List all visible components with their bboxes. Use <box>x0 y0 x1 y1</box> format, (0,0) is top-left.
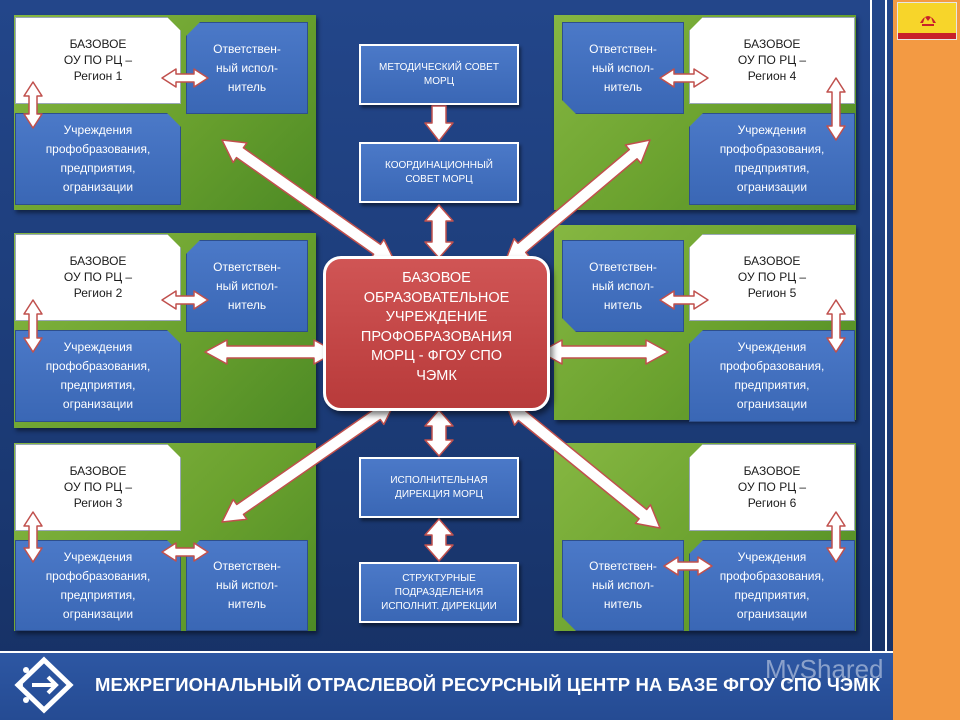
divider-line <box>870 0 872 720</box>
responsible-box-6[interactable]: Ответствен- ный испол- нитель <box>562 540 684 631</box>
institutions-label: Учреждения профобразования, предприятия,… <box>45 549 151 621</box>
arrow-region1-responsible <box>161 68 209 88</box>
responsible-label: Ответствен- ный испол- нитель <box>589 259 657 312</box>
institutions-label: Учреждения профобразования, предприятия,… <box>45 123 151 194</box>
arrow-center-region-3 <box>221 401 396 523</box>
region-title: БАЗОВОЕ ОУ ПО РЦ – Регион 2 <box>63 254 133 300</box>
method-council-box[interactable]: МЕТОДИЧЕСКИЙ СОВЕТ МОРЦ <box>359 44 519 105</box>
region-title: БАЗОВОЕ ОУ ПО РЦ – Регион 5 <box>737 254 807 300</box>
struct-units-box[interactable]: СТРУКТУРНЫЕ ПОДРАЗДЕЛЕНИЯ ИСПОЛНИТ. ДИРЕ… <box>359 562 519 623</box>
divider-line <box>885 0 887 720</box>
responsible-label: Ответствен- ный испол- нитель <box>589 41 657 94</box>
coord-council-box[interactable]: КООРДИНАЦИОННЫЙ СОВЕТ МОРЦ <box>359 142 519 203</box>
arrow-region2-responsible <box>161 290 209 310</box>
method-council-label: МЕТОДИЧЕСКИЙ СОВЕТ МОРЦ <box>379 61 499 87</box>
responsible-box-3[interactable]: Ответствен- ный испол- нитель <box>186 540 308 631</box>
arrow-region3-institutions <box>23 511 43 563</box>
watermark: MyShared <box>765 654 884 684</box>
footer-bar <box>0 651 893 720</box>
footer-title: МЕЖРЕГИОНАЛЬНЫЙ ОТРАСЛЕВОЙ РЕСУРСНЫЙ ЦЕН… <box>95 674 881 695</box>
region-box-1[interactable]: БАЗОВОЕ ОУ ПО РЦ – Регион 1 <box>15 17 181 104</box>
region-box-6[interactable]: БАЗОВОЕ ОУ ПО РЦ – Регион 6 <box>689 444 855 531</box>
institutions-box-1[interactable]: Учреждения профобразования, предприятия,… <box>15 113 181 205</box>
responsible-label: Ответствен- ный испол- нитель <box>213 259 281 312</box>
arrow-region2-institutions <box>23 299 43 353</box>
arrow-region6-institutions <box>826 511 846 563</box>
region-box-3[interactable]: БАЗОВОЕ ОУ ПО РЦ – Регион 3 <box>15 444 181 531</box>
institutions-box-2[interactable]: Учреждения профобразования, предприятия,… <box>15 330 181 422</box>
region-title: БАЗОВОЕ ОУ ПО РЦ – Регион 3 <box>63 464 133 510</box>
institutions-label: Учреждения профобразования, предприятия,… <box>45 340 151 411</box>
institutions-box-4[interactable]: Учреждения профобразования, предприятия,… <box>689 113 855 205</box>
struct-units-label: СТРУКТУРНЫЕ ПОДРАЗДЕЛЕНИЯ ИСПОЛНИТ. ДИРЕ… <box>381 572 497 612</box>
institutions-label: Учреждения профобразования, предприятия,… <box>719 340 825 411</box>
arrow-coord-center <box>424 204 454 259</box>
arrow-center-region-2 <box>204 339 337 365</box>
responsible-box-1[interactable]: Ответствен- ный испол- нитель <box>186 22 308 114</box>
region-title: БАЗОВОЕ ОУ ПО РЦ – Регион 1 <box>63 37 133 83</box>
region-title: БАЗОВОЕ ОУ ПО РЦ – Регион 6 <box>737 464 807 510</box>
arrow-region1-institutions <box>23 81 43 129</box>
right-side-band <box>893 0 960 720</box>
region-box-2[interactable]: БАЗОВОЕ ОУ ПО РЦ – Регион 2 <box>15 234 181 321</box>
arrow-center-exec <box>424 409 454 457</box>
arrow-region5-responsible <box>659 290 709 310</box>
coord-council-label: КООРДИНАЦИОННЫЙ СОВЕТ МОРЦ <box>385 159 493 185</box>
region-box-5[interactable]: БАЗОВОЕ ОУ ПО РЦ – Регион 5 <box>689 234 855 321</box>
institutions-box-5[interactable]: Учреждения профобразования, предприятия,… <box>689 330 855 422</box>
institutions-box-3[interactable]: Учреждения профобразования, предприятия,… <box>15 540 181 631</box>
arrow-region6-responsible <box>663 556 713 576</box>
responsible-box-5[interactable]: Ответствен- ный испол- нитель <box>562 240 684 332</box>
institutions-label: Учреждения профобразования, предприятия,… <box>719 123 825 194</box>
arrow-center-region-5 <box>539 339 669 365</box>
exec-directorate-label: ИСПОЛНИТЕЛЬНАЯ ДИРЕКЦИЯ МОРЦ <box>390 474 488 500</box>
exec-directorate-box[interactable]: ИСПОЛНИТЕЛЬНАЯ ДИРЕКЦИЯ МОРЦ <box>359 457 519 518</box>
responsible-label: Ответствен- ный испол- нитель <box>213 41 281 94</box>
arrow-region4-responsible <box>659 68 709 88</box>
central-institution-label: БАЗОВОЕ ОБРАЗОВАТЕЛЬНОЕ УЧРЕЖДЕНИЕ ПРОФО… <box>360 270 513 384</box>
institutions-label: Учреждения профобразования, предприятия,… <box>719 549 825 621</box>
region-title: БАЗОВОЕ ОУ ПО РЦ – Регион 4 <box>737 37 807 83</box>
arrow-center-region-1 <box>221 139 396 263</box>
arrow-method-to-coord <box>424 105 454 142</box>
arrow-center-region-6 <box>504 401 661 529</box>
responsible-label: Ответствен- ный испол- нитель <box>589 559 657 611</box>
arrow-region4-institutions <box>826 77 846 141</box>
flag-icon <box>897 2 957 40</box>
region-box-4[interactable]: БАЗОВОЕ ОУ ПО РЦ – Регион 4 <box>689 17 855 104</box>
responsible-box-4[interactable]: Ответствен- ный испол- нитель <box>562 22 684 114</box>
arrow-region5-institutions <box>826 299 846 353</box>
responsible-label: Ответствен- ный испол- нитель <box>213 559 281 611</box>
network-logo-icon <box>14 656 74 714</box>
institutions-box-6[interactable]: Учреждения профобразования, предприятия,… <box>689 540 855 631</box>
arrow-region3-responsible <box>161 542 209 562</box>
central-institution-box[interactable]: БАЗОВОЕ ОБРАЗОВАТЕЛЬНОЕ УЧРЕЖДЕНИЕ ПРОФО… <box>323 256 550 411</box>
arrow-exec-struct <box>424 518 454 562</box>
arrow-center-region-4 <box>504 139 651 263</box>
responsible-box-2[interactable]: Ответствен- ный испол- нитель <box>186 240 308 332</box>
